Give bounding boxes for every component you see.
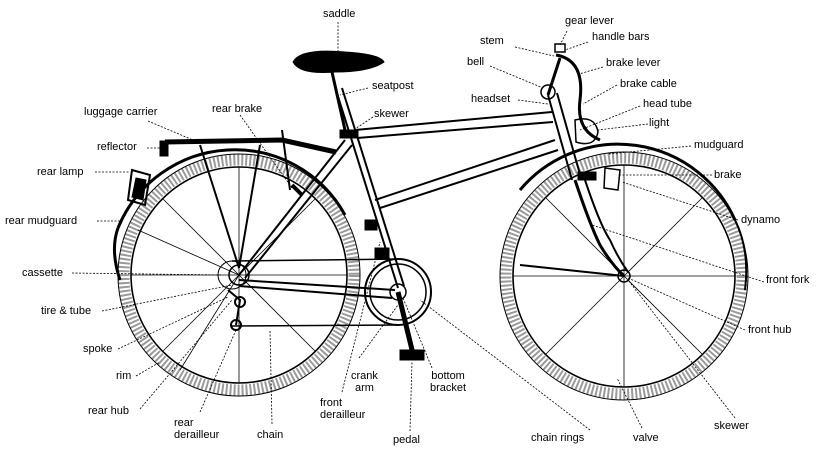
front-mudguard	[518, 142, 737, 221]
reflector	[159, 140, 169, 157]
bell	[540, 84, 556, 100]
label-bottom-bracket-line1: bottom	[431, 370, 465, 382]
label-front-fork: front fork	[766, 274, 810, 286]
label-chain: chain	[257, 429, 284, 441]
label-valve: valve	[633, 432, 659, 444]
label-front-hub: front hub	[748, 324, 792, 336]
label-rear-derailleur: rear derailleur	[174, 417, 219, 441]
rear-brake	[290, 183, 304, 197]
handle-bars	[555, 53, 601, 142]
front-tire-outline	[499, 151, 749, 401]
label-chain-rings: chain rings	[531, 432, 585, 444]
label-brake: brake	[714, 169, 742, 181]
label-bell: bell	[467, 56, 485, 68]
label-head-tube: head tube	[643, 98, 692, 110]
label-reflector: reflector	[97, 141, 137, 153]
label-dynamo: dynamo	[741, 214, 781, 226]
saddle	[292, 50, 385, 73]
crank-arm	[395, 291, 416, 355]
rear-derailleur	[227, 289, 246, 331]
label-brake-lever: brake lever	[606, 57, 661, 69]
pedal	[399, 349, 425, 361]
label-mudguard: mudguard	[694, 139, 744, 151]
rear-lamp	[126, 168, 152, 207]
label-gear-lever: gear lever	[565, 15, 614, 27]
skewer-mark	[339, 129, 359, 139]
front-fork	[573, 179, 626, 278]
label-skewer-top: skewer	[374, 108, 409, 120]
label-stem: stem	[480, 35, 504, 47]
label-handle-bars: handle bars	[592, 31, 650, 43]
rear-tire	[118, 154, 360, 396]
label-rear-derailleur-line2: derailleur	[174, 429, 220, 441]
label-front-derailleur-line1: front	[320, 397, 343, 409]
light	[574, 118, 599, 145]
label-headset: headset	[471, 93, 511, 105]
label-light: light	[649, 117, 670, 129]
label-rear-mudguard: rear mudguard	[5, 215, 78, 227]
label-rear-hub: rear hub	[88, 405, 129, 417]
leader-lines	[71, 22, 765, 432]
label-luggage-carrier: luggage carrier	[84, 106, 158, 118]
label-rear-lamp: rear lamp	[37, 166, 84, 178]
label-bottom-bracket-line2: bracket	[430, 382, 467, 394]
chain	[231, 258, 399, 327]
label-front-derailleur-line2: derailleur	[320, 409, 366, 421]
gear-lever	[554, 43, 566, 53]
label-seatpost: seatpost	[372, 80, 414, 92]
label-rear-derailleur-line1: rear	[174, 417, 194, 429]
front-tire	[500, 152, 748, 400]
label-crank-arm-line2: arm	[354, 382, 374, 394]
label-front-derailleur: front derailleur	[320, 397, 365, 421]
label-skewer-bottom: skewer	[714, 420, 749, 432]
label-tire-tube: tire & tube	[41, 305, 92, 317]
label-saddle: saddle	[323, 8, 356, 20]
label-bottom-bracket: bottom bracket	[430, 370, 466, 394]
label-rim: rim	[116, 370, 132, 382]
seatpost	[330, 71, 347, 131]
label-brake-cable: brake cable	[620, 78, 677, 90]
label-pedal: pedal	[393, 434, 420, 446]
label-cassette: cassette	[22, 267, 63, 279]
luggage-carrier	[164, 137, 337, 155]
stem	[546, 57, 562, 96]
label-rear-brake: rear brake	[212, 103, 263, 115]
dynamo	[603, 167, 621, 191]
label-crank-arm-line1: crank	[351, 370, 378, 382]
label-crank-arm: crank arm	[351, 370, 378, 394]
front-hub	[617, 269, 631, 283]
label-spoke: spoke	[83, 343, 113, 355]
